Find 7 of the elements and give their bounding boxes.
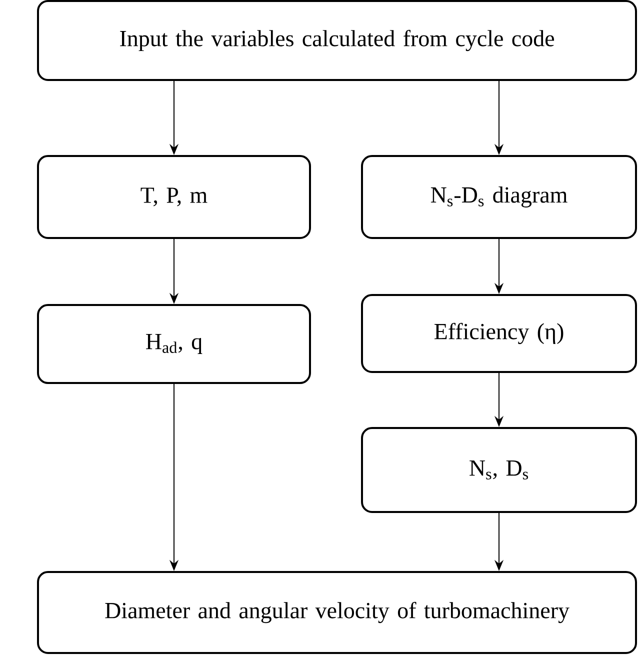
process-box: Efficiency (η) — [361, 294, 637, 373]
process-box: N$_{s}$, D$_{s}$ — [361, 427, 637, 513]
process-box: N$_{s}$-D$_{s}$ diagram — [361, 155, 637, 239]
process-box: H$_{ad}$, q — [37, 304, 311, 384]
process-box: Input the variables calculated from cycle code — [37, 0, 637, 81]
process-box: T, P, m — [37, 155, 311, 239]
process-box: Diameter and angular velocity of turbomachinery — [37, 571, 637, 654]
